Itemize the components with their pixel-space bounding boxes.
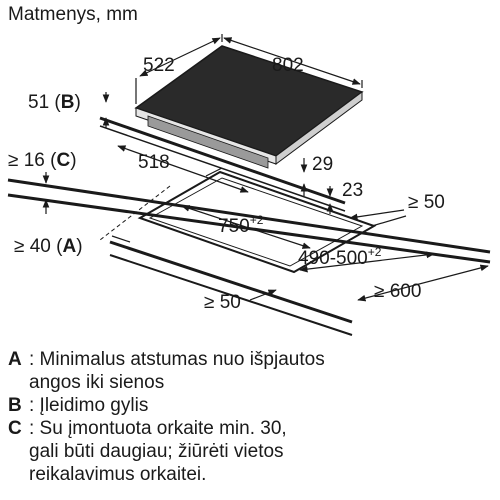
dimension-lines: [42, 34, 489, 302]
diagram-title: Matmenys, mm: [8, 4, 138, 25]
legend-key: B: [8, 395, 22, 416]
legend-item-b: B : Įleidimo gylis: [8, 394, 494, 417]
legend-text: : Su įmontuota orkaite min. 30, gali būt…: [29, 418, 287, 485]
dim-23: 23: [342, 180, 363, 201]
legend-text: : Įleidimo gylis: [29, 395, 149, 416]
dim-490-500: 490-500+2: [298, 245, 382, 269]
dim-50-bottom: ≥ 50: [204, 292, 241, 313]
legend-item-a: A : Minimalus atstumas nuo išpjautos ang…: [8, 348, 494, 394]
dim-29: 29: [312, 154, 333, 175]
legend-item-c: C : Su įmontuota orkaite min. 30, gali b…: [8, 417, 494, 486]
legend-key: C: [8, 418, 22, 439]
dim-518: 518: [138, 152, 170, 173]
dim-wall-distance: ≥ 40 (A): [14, 236, 83, 257]
legend-key: A: [8, 349, 22, 370]
legend: A : Minimalus atstumas nuo išpjautos ang…: [8, 348, 494, 486]
dim-750: 750+2: [218, 213, 264, 237]
installation-dimension-drawing: 522 802 51 (B) ≥ 16 (C) ≥ 40 (A) 518 29 …: [7, 34, 491, 336]
legend-text: : Minimalus atstumas nuo išpjautos angos…: [29, 349, 325, 393]
dim-50-right: ≥ 50: [408, 192, 445, 213]
dim-oven-gap: ≥ 16 (C): [8, 150, 77, 171]
dim-insertion-depth: 51 (B): [28, 92, 81, 113]
dim-width-522: 522: [143, 55, 175, 76]
dim-depth-802: 802: [272, 55, 304, 76]
dim-600: ≥ 600: [374, 281, 421, 302]
